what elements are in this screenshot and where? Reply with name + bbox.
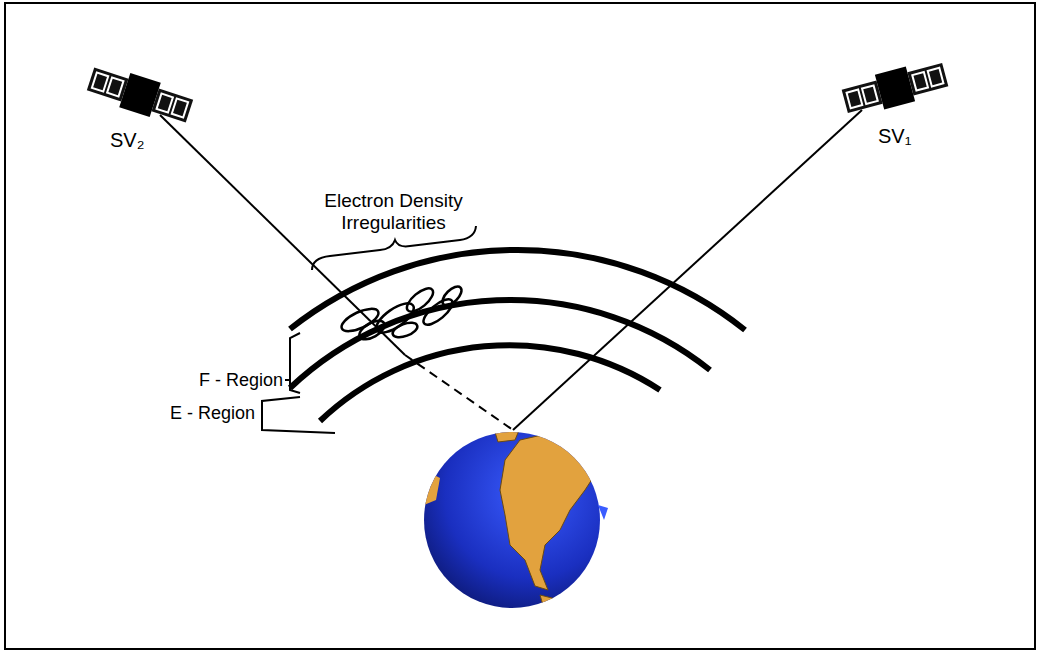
signal-path-blocked [405, 355, 513, 430]
ionosphere-arc [320, 345, 660, 421]
signal-path [513, 110, 862, 430]
region-label: F - Region [199, 370, 283, 391]
signal-path [160, 115, 405, 355]
satellite-label: SV₂ [110, 129, 144, 152]
region-label: Electron Density Irregularities [306, 190, 481, 234]
satellite [840, 57, 950, 119]
region-bracket [290, 333, 300, 393]
frame [5, 3, 1035, 649]
region-label: E - Region [170, 403, 255, 424]
satellite [85, 62, 195, 128]
leader-line [285, 379, 290, 381]
ionosphere-arc [290, 250, 745, 330]
satellite-label: SV₁ [878, 125, 911, 148]
earth [424, 428, 608, 612]
irregularities [338, 283, 464, 343]
region-bracket [262, 397, 335, 433]
